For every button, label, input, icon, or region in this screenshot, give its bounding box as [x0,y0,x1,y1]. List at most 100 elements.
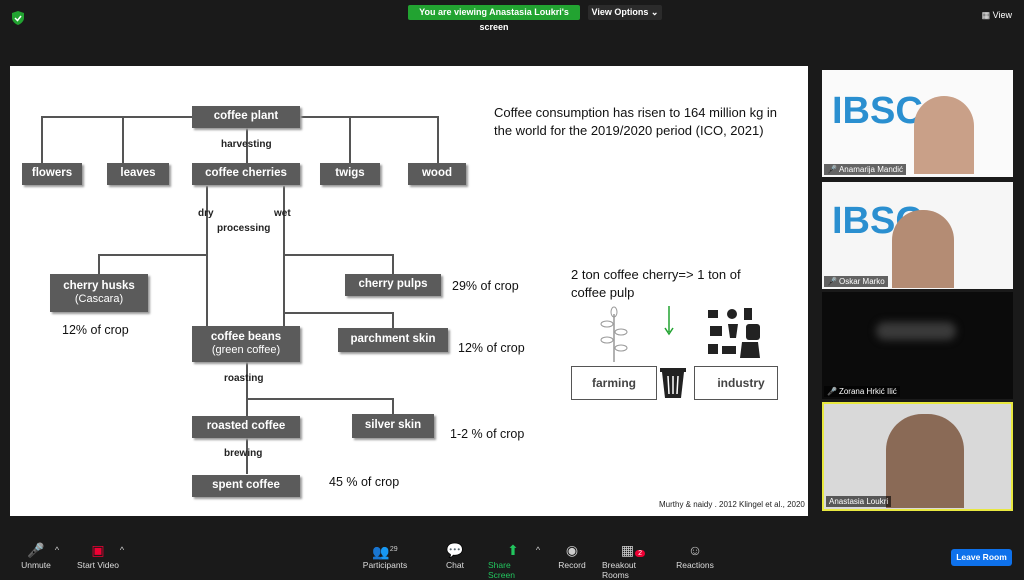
reactions-label: Reactions [676,560,714,570]
chat-icon: 💬 [446,542,464,558]
share-options-chevron[interactable]: ^ [533,540,543,580]
box-wood: wood [408,163,466,185]
unmute-button[interactable]: 🎤 Unmute [18,540,54,580]
participant-name: 🎤Zorana Hrkić Ilić [824,386,900,397]
participants-button[interactable]: 👥29 Participants [360,540,410,580]
share-screen-label: Share Screen [488,560,515,580]
view-options-label: View Options [591,7,649,17]
kitchen-items-icon [708,308,760,358]
box-coffee-plant: coffee plant [192,106,300,128]
participants-count: 29 [389,546,398,553]
connector [283,186,285,326]
label-brewing: brewing [224,448,263,459]
consumption-note: Coffee consumption has risen to 164 mill… [494,105,778,139]
connector [392,254,394,274]
video-options-chevron[interactable]: ^ [117,540,127,580]
participant-tile[interactable]: 🎤Zorana Hrkić Ilić [822,292,1013,399]
breakout-rooms-button[interactable]: ▦2 Breakout Rooms [602,540,664,580]
view-label: View [992,10,1012,20]
view-button[interactable]: ▦ View [982,10,1012,21]
connector [122,116,124,163]
record-label: Record [558,560,586,570]
screen-share-banner: You are viewing Anastasia Loukri's scree… [408,5,580,32]
reactions-button[interactable]: ☺ Reactions [676,540,714,580]
leave-room-button[interactable]: Leave Room [951,549,1012,566]
pct-silver-skin: 1-2 % of crop [450,427,525,441]
box-leaves: leaves [107,163,169,185]
box-flowers: flowers [22,163,82,185]
participants-label: Participants [362,560,408,570]
participant-tile[interactable]: IBSC 🎤Oskar Marko [822,182,1013,289]
connector [283,254,393,256]
connector [392,312,394,328]
box-parchment-skin: parchment skin [338,328,448,352]
box-coffee-beans: coffee beans(green coffee) [192,326,300,362]
participant-name: Anastasia Loukri [826,496,892,507]
box-coffee-cherries: coffee cherries [192,163,300,185]
participant-tile-active-speaker[interactable]: Anastasia Loukri [822,402,1013,511]
chevron-up-icon: ^ [54,545,60,555]
participant-name: 🎤Anamarija Mandić [824,164,906,175]
label-roasting: roasting [224,373,264,384]
breakout-badge: 2 [635,550,646,557]
box-cherry-pulps: cherry pulps [345,274,441,296]
unmute-label: Unmute [21,560,51,570]
chevron-up-icon: ^ [119,545,125,555]
industry-arrow-box: industry [694,366,778,400]
video-off-icon: ▣ [91,542,105,558]
label-harvesting: harvesting [221,139,272,150]
connector [283,312,393,314]
breakout-rooms-icon: ▦2 [621,540,646,560]
reactions-icon: ☺ [687,542,703,558]
label-dry: dry [198,208,214,219]
box-twigs: twigs [320,163,380,185]
connector [246,128,248,164]
mic-muted-icon: 🎤 [27,542,45,558]
chat-button[interactable]: 💬 Chat [440,540,470,580]
farming-arrow-box: farming [571,366,657,400]
audio-options-chevron[interactable]: ^ [52,540,62,580]
ibsc-logo: IBSC [832,90,923,132]
shared-slide: coffee plant flowers leaves coffee cherr… [10,66,808,516]
box-spent-coffee: spent coffee [192,475,300,497]
share-screen-button[interactable]: ⬆ Share Screen [488,540,538,580]
pct-parchment-skin: 12% of crop [458,341,525,355]
security-shield-icon[interactable] [12,11,24,25]
participant-video [876,322,956,340]
participant-name: 🎤Oskar Marko [824,276,888,287]
chevron-down-icon: ⌄ [650,7,659,17]
connector [392,398,394,414]
trash-bin-icon [660,368,686,398]
connector [349,116,351,163]
connector [246,398,393,400]
label-wet: wet [274,208,291,219]
cherry-pulp-note: 2 ton coffee cherry=> 1 ton of coffee pu… [571,267,741,301]
breakout-rooms-label: Breakout Rooms [602,560,637,580]
box-cherry-husks: cherry husks(Cascara) [50,274,148,312]
grid-icon: ▦ [981,10,991,20]
participant-video [892,210,954,288]
pct-spent-coffee: 45 % of crop [329,475,400,489]
record-icon: ◉ [565,542,579,558]
start-video-label: Start Video [77,560,119,570]
record-button[interactable]: ◉ Record [556,540,588,580]
box-silver-skin: silver skin [352,414,434,438]
plant-icon [600,306,628,362]
chevron-up-icon: ^ [535,545,541,555]
view-options-button[interactable]: View Options ⌄ [588,5,662,20]
citation: Murthy & naidy . 2012 Klingel et al., 20… [659,500,805,509]
connector [246,438,248,474]
box-roasted-coffee: roasted coffee [192,416,300,438]
participants-icon: 👥29 [372,543,398,560]
mic-muted-icon: 🎤 [827,387,837,396]
chat-label: Chat [446,560,464,570]
participant-video [914,96,974,174]
connector [437,116,439,163]
start-video-button[interactable]: ▣ Start Video [74,540,122,580]
pct-cherry-husks: 12% of crop [62,323,129,337]
participant-tile[interactable]: IBSC 🎤Anamarija Mandić [822,70,1013,177]
connector [206,186,208,326]
connector [41,116,43,163]
pct-cherry-pulps: 29% of crop [452,279,519,293]
